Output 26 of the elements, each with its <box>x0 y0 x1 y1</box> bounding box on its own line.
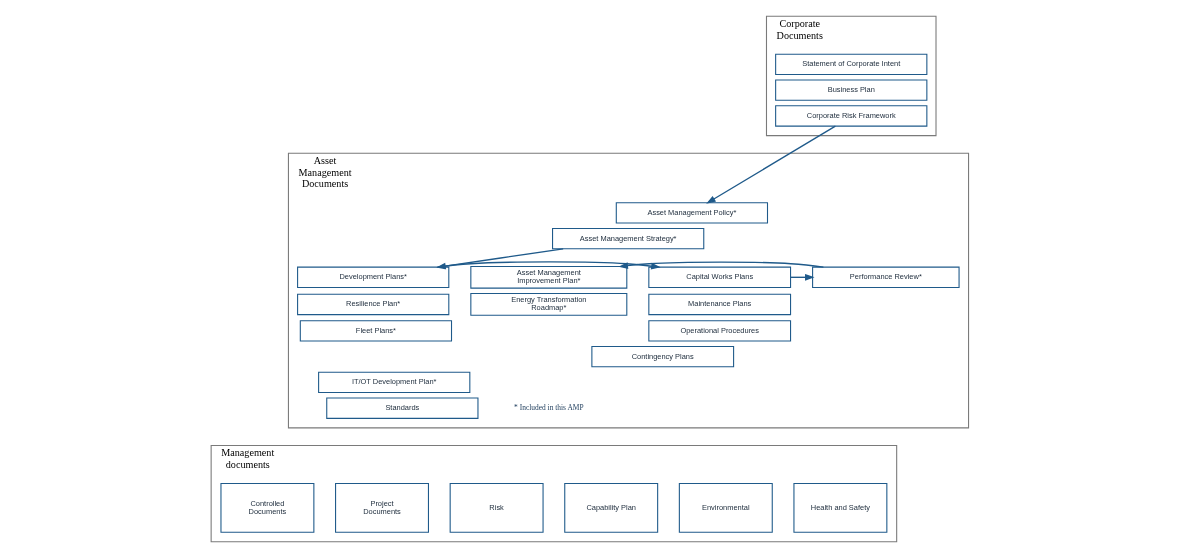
node-box: Risk <box>449 482 544 533</box>
node-box: Standards <box>325 397 478 419</box>
node-box: Maintenance Plans <box>647 293 791 316</box>
node-box: Statement of Corporate Intent <box>774 53 927 76</box>
node-box: Business Plan <box>774 79 927 101</box>
label: * Included in this AMP <box>513 403 584 413</box>
node-box: Capability Plan <box>563 482 658 533</box>
node-box: Capital Works Plans <box>647 266 791 289</box>
node-box: IT/OT Development Plan* <box>317 371 470 394</box>
node-box: Health and Safety <box>792 482 887 533</box>
node-box: Controlled Documents <box>219 482 314 533</box>
arrow <box>705 125 836 204</box>
node-box: Energy Transformation Roadmap* <box>469 293 627 316</box>
node-box: Asset Management Strategy* <box>551 227 704 250</box>
node-box: Performance Review* <box>811 266 960 289</box>
node-box: Environmental <box>678 482 773 533</box>
node-box: Asset Management Improvement Plan* <box>469 265 627 289</box>
node-box: Fleet Plans* <box>299 320 452 342</box>
node-box: Operational Procedures <box>647 320 791 342</box>
node-box: Project Documents <box>334 482 429 533</box>
node-box: Corporate Risk Framework <box>774 105 927 127</box>
node-box: Resilience Plan* <box>296 293 449 316</box>
node-box: Contingency Plans <box>590 345 734 368</box>
node-box: Asset Management Policy* <box>615 202 768 224</box>
node-box: Development Plans* <box>296 266 449 289</box>
arrow <box>617 261 824 269</box>
